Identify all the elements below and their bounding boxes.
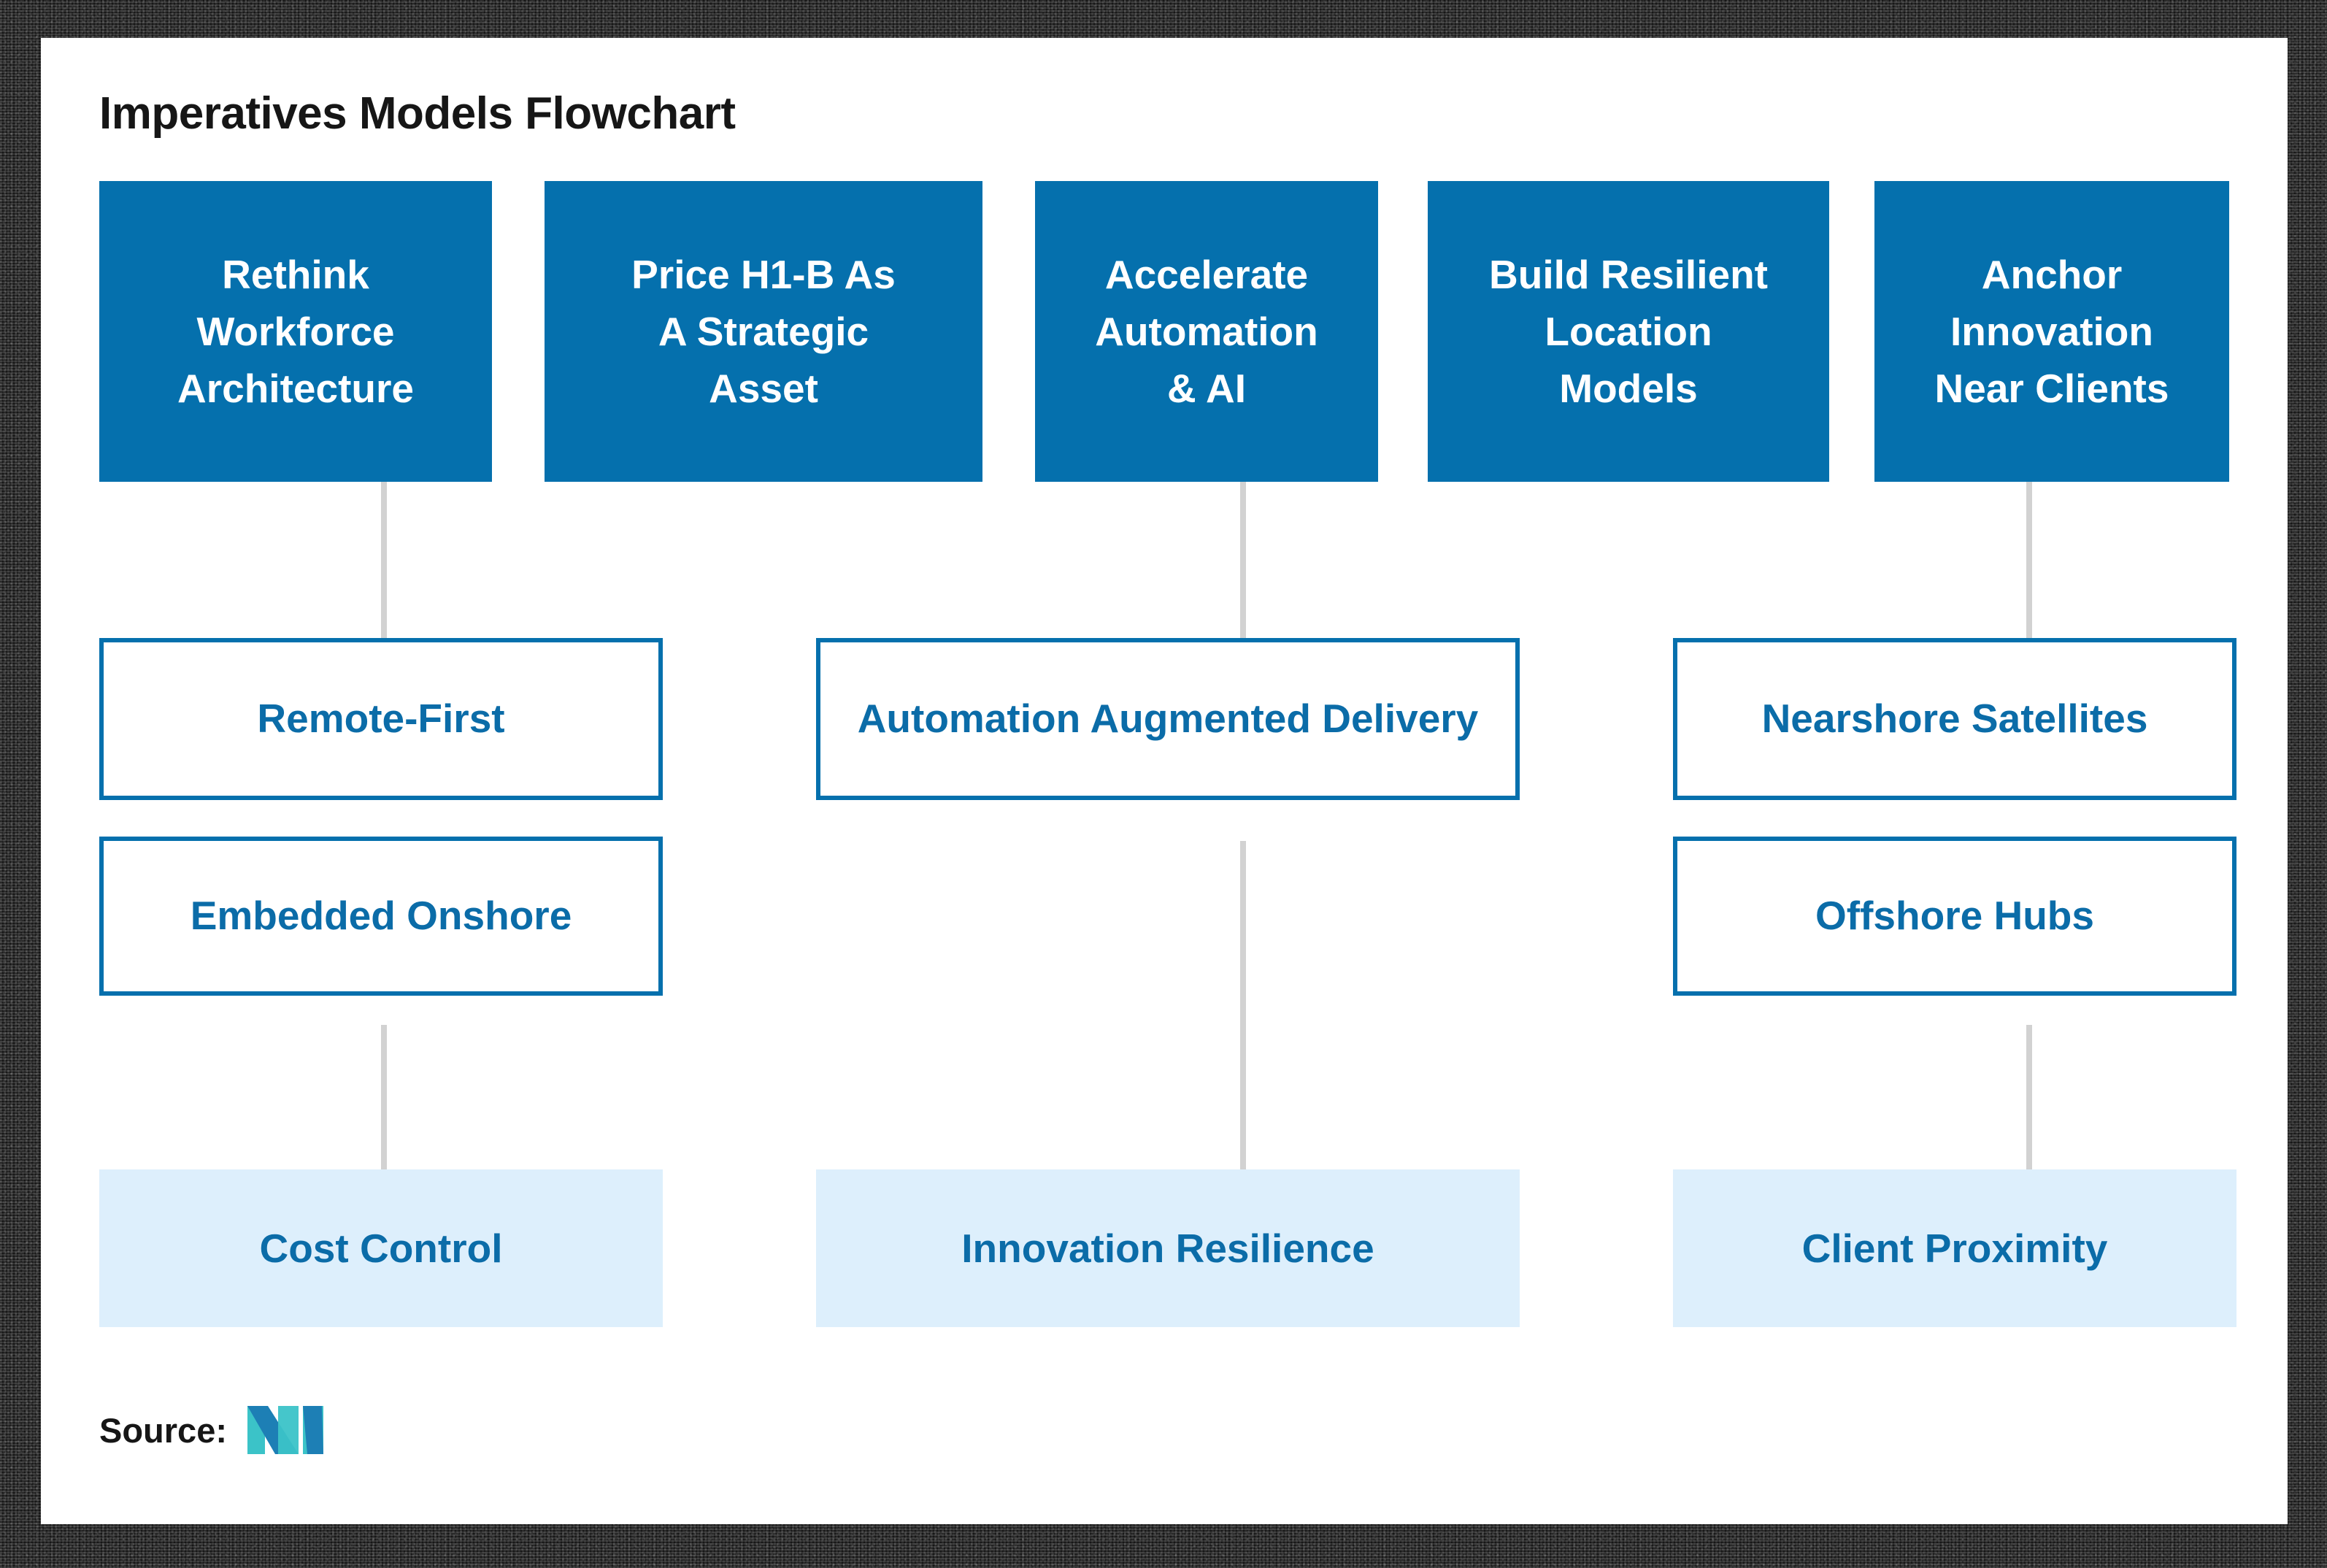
outcome-box-innovation-resilience[interactable]: Innovation Resilience [816, 1169, 1520, 1327]
imperative-box-5[interactable]: Anchor Innovation Near Clients [1874, 181, 2229, 482]
flowchart-card: Imperatives Models Flowchart Rethink Wor… [41, 38, 2288, 1524]
imperative-box-4[interactable]: Build Resilient Location Models [1428, 181, 1829, 482]
model-label: Remote-First [257, 696, 505, 742]
connector-col3-top [2026, 482, 2032, 679]
connector-col3-bottom [2026, 1025, 2032, 1207]
imperative-line: Anchor [1981, 251, 2123, 297]
model-box-offshore-hubs[interactable]: Offshore Hubs [1673, 837, 2236, 996]
imperative-box-3[interactable]: Accelerate Automation & AI [1035, 181, 1378, 482]
model-label: Offshore Hubs [1815, 893, 2094, 939]
imperative-line: Architecture [177, 366, 414, 412]
imperative-line: Near Clients [1934, 366, 2169, 412]
model-label: Automation Augmented Delivery [857, 696, 1479, 742]
imperative-line: Innovation [1950, 308, 2154, 354]
imperative-box-1[interactable]: Rethink Workforce Architecture [99, 181, 492, 482]
imperative-line: Location [1545, 308, 1712, 354]
model-box-remote-first[interactable]: Remote-First [99, 638, 663, 800]
imperative-line: Asset [709, 366, 818, 412]
model-label: Embedded Onshore [190, 893, 572, 939]
imperative-line: A Strategic [658, 308, 869, 354]
imperative-line: & AI [1167, 366, 1246, 412]
imperative-line: Automation [1095, 308, 1318, 354]
connector-col2-bottom [1240, 841, 1246, 1207]
page-title: Imperatives Models Flowchart [99, 88, 736, 139]
model-label: Nearshore Satellites [1761, 696, 2148, 742]
outcome-label: Cost Control [259, 1226, 503, 1271]
outcome-label: Client Proximity [1801, 1226, 2108, 1271]
source-label: Source: [99, 1410, 227, 1450]
source-row: Source: [99, 1404, 328, 1456]
connector-col2-top [1240, 482, 1246, 679]
imperative-line: Workforce [196, 308, 395, 354]
imperative-line: Models [1559, 366, 1698, 412]
outcome-box-cost-control[interactable]: Cost Control [99, 1169, 663, 1327]
outcome-label: Innovation Resilience [961, 1226, 1374, 1271]
outcome-box-client-proximity[interactable]: Client Proximity [1673, 1169, 2236, 1327]
model-box-automation-augmented-delivery[interactable]: Automation Augmented Delivery [816, 638, 1520, 800]
imperative-line: Price H1-B As [631, 251, 896, 297]
model-box-embedded-onshore[interactable]: Embedded Onshore [99, 837, 663, 996]
mi-logo [246, 1404, 328, 1456]
imperative-line: Accelerate [1104, 251, 1309, 297]
connector-col1-bottom [381, 1025, 387, 1207]
imperative-line: Build Resilient [1489, 251, 1768, 297]
imperative-line: Rethink [222, 251, 369, 297]
model-box-nearshore-satellites[interactable]: Nearshore Satellites [1673, 638, 2236, 800]
imperative-box-2[interactable]: Price H1-B As A Strategic Asset [545, 181, 982, 482]
connector-col1-top [381, 482, 387, 679]
